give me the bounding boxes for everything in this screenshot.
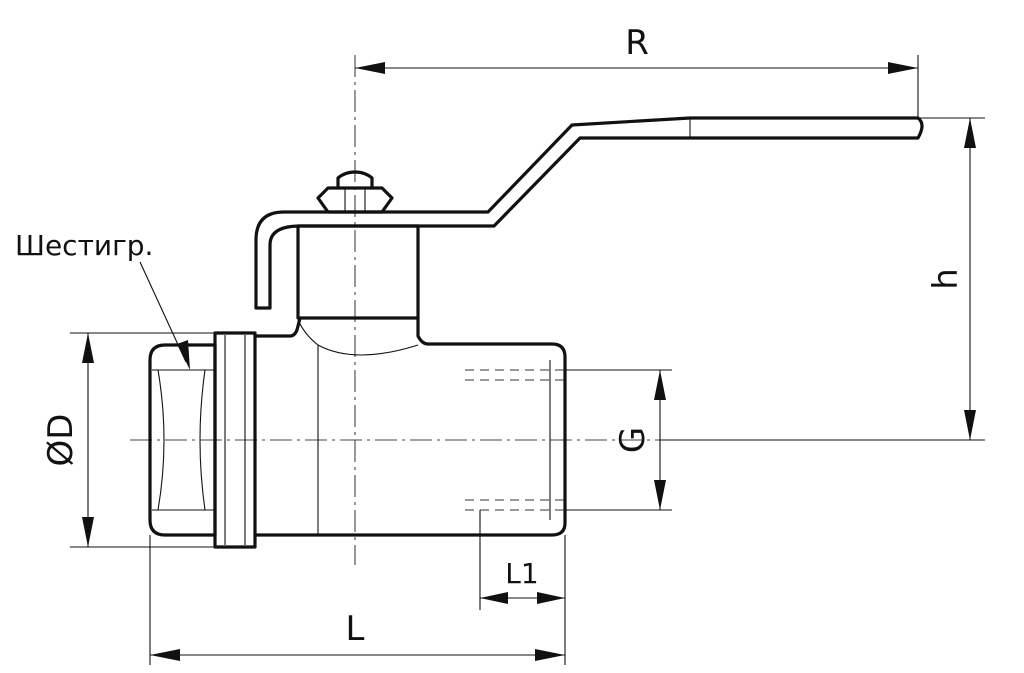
- stem-neck: [296, 224, 420, 320]
- dimension-L1: L1: [479, 510, 566, 665]
- internal-thread: [465, 369, 565, 511]
- valve-body: [148, 316, 567, 549]
- label-D: ØD: [41, 414, 81, 467]
- label-h: h: [926, 268, 966, 290]
- label-hex-note: Шестигр.: [15, 229, 153, 262]
- hex-note: Шестигр.: [15, 229, 190, 370]
- center-lines: [130, 55, 660, 565]
- label-R: R: [625, 23, 649, 63]
- dimension-h: h: [660, 117, 985, 441]
- dimension-D: ØD: [41, 332, 215, 548]
- dimension-L: L: [149, 535, 565, 665]
- label-G: G: [613, 427, 653, 453]
- label-L: L: [346, 609, 365, 649]
- dimension-R: R: [355, 23, 919, 118]
- dimension-G: G: [565, 369, 672, 511]
- label-L1: L1: [505, 557, 538, 590]
- handle-lever: [254, 116, 924, 310]
